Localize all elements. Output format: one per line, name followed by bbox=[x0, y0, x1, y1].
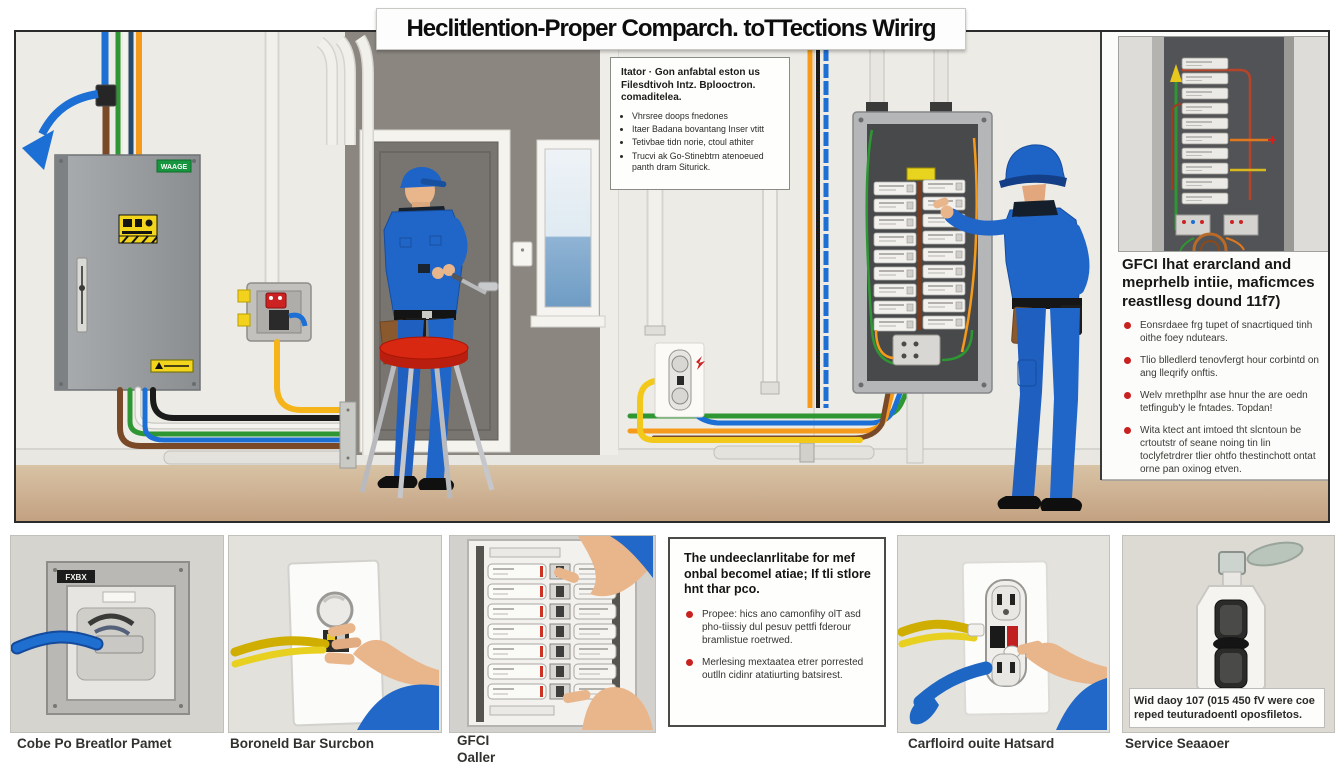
gfci-bullet: Wita ktect ant imtoed tht slcntoun be cr… bbox=[1122, 424, 1322, 476]
bent-conduits bbox=[316, 34, 374, 455]
wall-outlet bbox=[654, 342, 705, 418]
gfci-heading: GFCI lhat erarcland and meprhelb intiie,… bbox=[1122, 256, 1315, 310]
panel-yellow-tag bbox=[906, 167, 936, 181]
caption-cord-hazard: Carfloird ouite Hatsard bbox=[908, 736, 1055, 751]
info-bullet: Itaer Badana bovantang Inser vtitt bbox=[632, 124, 781, 135]
gfci-bullet: Tlio blledlerd tenovfergt hour corbintd … bbox=[1122, 354, 1322, 380]
left-wire-bundle bbox=[117, 339, 357, 469]
info-box-heading: Itator · Gon anfabtal eston us Filesdtiv… bbox=[621, 67, 760, 103]
service-sensor-graphic bbox=[1196, 541, 1304, 705]
gfci-panel-graphic bbox=[467, 536, 653, 730]
panel-green-label-text: WAAGE bbox=[161, 164, 188, 171]
red-bullet-icon bbox=[1124, 391, 1131, 399]
sensor-caption-text: Wid daoy 107 (015 450 fV were coe reped … bbox=[1134, 694, 1315, 721]
panel-green-label bbox=[156, 159, 192, 173]
junction-box bbox=[237, 30, 312, 342]
info-bullet: Vhrsree doops fnedones bbox=[632, 111, 781, 122]
breaker-box-graphic: FXBX bbox=[11, 561, 190, 715]
warning-sticker bbox=[118, 214, 158, 244]
electrician-at-panel bbox=[933, 144, 1090, 511]
caption-breaker-panel: Cobe Po Breatlor Pamet bbox=[17, 736, 172, 751]
title-banner: Heclitlention-Proper Comparch. toTTectio… bbox=[376, 8, 966, 50]
info-box: Itator · Gon anfabtal eston us Filesdtiv… bbox=[610, 57, 790, 190]
right-column bbox=[1100, 30, 1330, 481]
info-box-list: Vhrsree doops fnedones Itaer Badana bova… bbox=[621, 111, 781, 174]
cable-tip bbox=[909, 692, 939, 725]
main-breaker-panel bbox=[852, 30, 993, 464]
outlet-test-graphic bbox=[898, 560, 1107, 730]
left-electrical-panel: WAAGE bbox=[54, 154, 201, 391]
red-bullet-icon bbox=[1124, 321, 1131, 329]
lever-paddle bbox=[1246, 541, 1304, 567]
red-bullet-icon bbox=[1124, 356, 1131, 364]
bottom-note-heading: The undeeclanrlitabe for mef onbal becom… bbox=[684, 551, 871, 597]
panel-bottom-module bbox=[892, 334, 941, 366]
thumb-service-sensor: Wid daoy 107 (015 450 fV were coe reped … bbox=[1122, 535, 1335, 733]
svg-text:FXBX: FXBX bbox=[65, 573, 87, 582]
note-bullet: Propee: hics ano camonfihy olT asd pho-t… bbox=[684, 608, 874, 647]
breaker-rows-left bbox=[873, 181, 917, 332]
thumb-outlet-test bbox=[897, 535, 1110, 733]
sensor-caption-box: Wid daoy 107 (015 450 fV were coe reped … bbox=[1129, 688, 1325, 728]
red-bullet-icon bbox=[1124, 426, 1131, 434]
thumb-gfci-panel bbox=[449, 535, 656, 733]
feed-wires-top-left bbox=[22, 30, 142, 170]
door-handle bbox=[477, 281, 499, 292]
red-stool bbox=[359, 336, 495, 499]
gfci-text-block: GFCI lhat erarcland and meprhelb intiie,… bbox=[1122, 256, 1322, 485]
gfci-bullet: Welv mrethplhr ase hnur the are oedn tet… bbox=[1122, 389, 1322, 415]
ground-wiring-graphic bbox=[230, 559, 439, 730]
thumb-ground-wiring bbox=[228, 535, 442, 733]
bottom-note-box: The undeeclanrlitabe for mef onbal becom… bbox=[668, 537, 886, 727]
info-bullet: Trucvi ak Go-Stinebtrn atenoeued panth d… bbox=[632, 151, 781, 174]
light-switch bbox=[512, 241, 533, 267]
box-id-tag bbox=[57, 570, 95, 583]
note-bullet: Merlesing mextaatea etrer porrested outl… bbox=[684, 656, 874, 682]
info-bullet: Tetivbae tidn norie, ctoul athiter bbox=[632, 137, 781, 148]
caption-gfci-outlet: GFCI Oaller bbox=[457, 733, 496, 765]
caption-service-sensor: Service Seaaoer bbox=[1125, 736, 1230, 751]
spark-icon bbox=[696, 356, 705, 370]
red-bullet-icon bbox=[686, 658, 693, 666]
gfci-bullet: Eonsrdaee frg tupet of snacrtiqued tinh … bbox=[1122, 319, 1322, 345]
blue-wire-arrow-tip bbox=[22, 130, 54, 170]
caption-ground-bar: Boroneld Bar Surcbon bbox=[230, 736, 375, 751]
page-title: Heclitlention-Proper Comparch. toTTectio… bbox=[406, 15, 936, 42]
thumb-breaker-box: FXBX bbox=[10, 535, 224, 733]
red-bullet-icon bbox=[686, 610, 693, 618]
panel-detail-inset bbox=[1118, 36, 1330, 252]
middle-conduits bbox=[644, 30, 829, 408]
